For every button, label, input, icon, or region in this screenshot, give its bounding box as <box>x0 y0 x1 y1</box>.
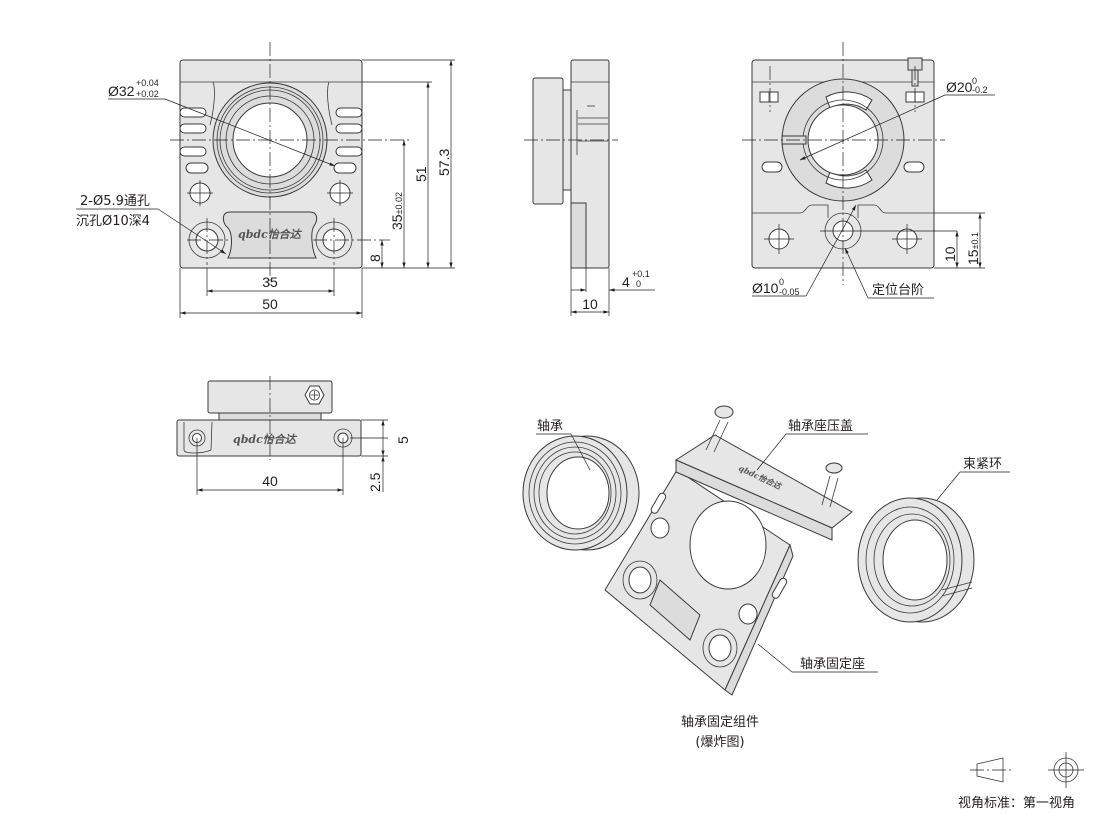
dim-step-tol-upper: +0.1 <box>632 269 650 279</box>
dim-step: 4 <box>622 274 630 290</box>
first-angle-cone-icon <box>976 757 1004 783</box>
dim-center-height: 35±0.02 <box>389 192 405 230</box>
dim-8: 8 <box>367 254 383 262</box>
front-view: qbdc怡合达 Ø32 +0.04 +0.02 2-Ø5.9通孔 沉孔Ø10深4… <box>76 42 455 318</box>
bearing-side <box>532 77 564 205</box>
bearing-base <box>604 469 794 696</box>
bore-tol-lower: +0.02 <box>136 89 159 99</box>
dim-width: 50 <box>262 296 278 312</box>
dim-5: 5 <box>395 436 411 444</box>
hole-note-line1: 2-Ø5.9通孔 <box>80 194 150 209</box>
hole-note-line2: 沉孔Ø10深4 <box>76 214 150 229</box>
clamp-collar <box>857 497 975 623</box>
pin-tol-upper: 0 <box>779 277 784 287</box>
caption-title: 轴承固定组件 <box>681 715 759 730</box>
first-angle-circle-icon <box>1048 752 1084 788</box>
front-logo: qbdc怡合达 <box>238 228 303 241</box>
label-bearing: 轴承 <box>537 419 563 434</box>
bore-diameter-label: Ø32 <box>108 83 135 99</box>
label-base: 轴承固定座 <box>800 657 865 672</box>
side-view: 10 4 +0.1 0 <box>524 59 655 316</box>
dim-step-tol-lower: 0 <box>636 279 641 289</box>
collar-tol-lower: -0.2 <box>972 85 988 95</box>
dim-10: 10 <box>942 246 958 262</box>
step-label: 定位台阶 <box>872 283 924 298</box>
projection-symbol: 视角标准：第一视角 <box>958 752 1084 811</box>
bottom-view: qbdc怡合达 40 5 2.5 <box>176 376 411 495</box>
collar-diameter-label: Ø20 <box>946 79 973 95</box>
bore-tol-upper: +0.04 <box>136 78 159 88</box>
dim-thickness: 10 <box>582 296 598 312</box>
bearing-cover: qbdc怡合达 <box>674 405 853 541</box>
collar-tol-upper: 0 <box>972 76 977 86</box>
dim-hole-spacing: 35 <box>262 274 278 290</box>
projection-label: 视角标准：第一视角 <box>958 796 1075 811</box>
label-cover: 轴承座压盖 <box>788 419 853 434</box>
label-collar: 束紧环 <box>963 457 1002 472</box>
pin-diameter-label: Ø10 <box>752 280 779 296</box>
exploded-view: qbdc怡合达 轴承 轴承座压盖 束紧环 轴承固定座 轴承固定组件 (爆炸图) <box>522 405 1010 750</box>
caption-subtitle: (爆炸图) <box>695 735 744 750</box>
bottom-logo: qbdc怡合达 <box>233 433 298 446</box>
dim-2-5: 2.5 <box>367 472 383 492</box>
dim-51: 51 <box>413 166 429 182</box>
rear-view: Ø20 0 -0.2 Ø10 0 -0.05 定位台阶 10 15±0.1 <box>742 42 995 299</box>
bearing <box>522 435 640 551</box>
dim-40: 40 <box>262 473 278 489</box>
pin-tol-lower: -0.05 <box>779 287 800 297</box>
dim-total-height: 57.3 <box>436 149 452 176</box>
dim-15: 15±0.1 <box>965 232 981 265</box>
